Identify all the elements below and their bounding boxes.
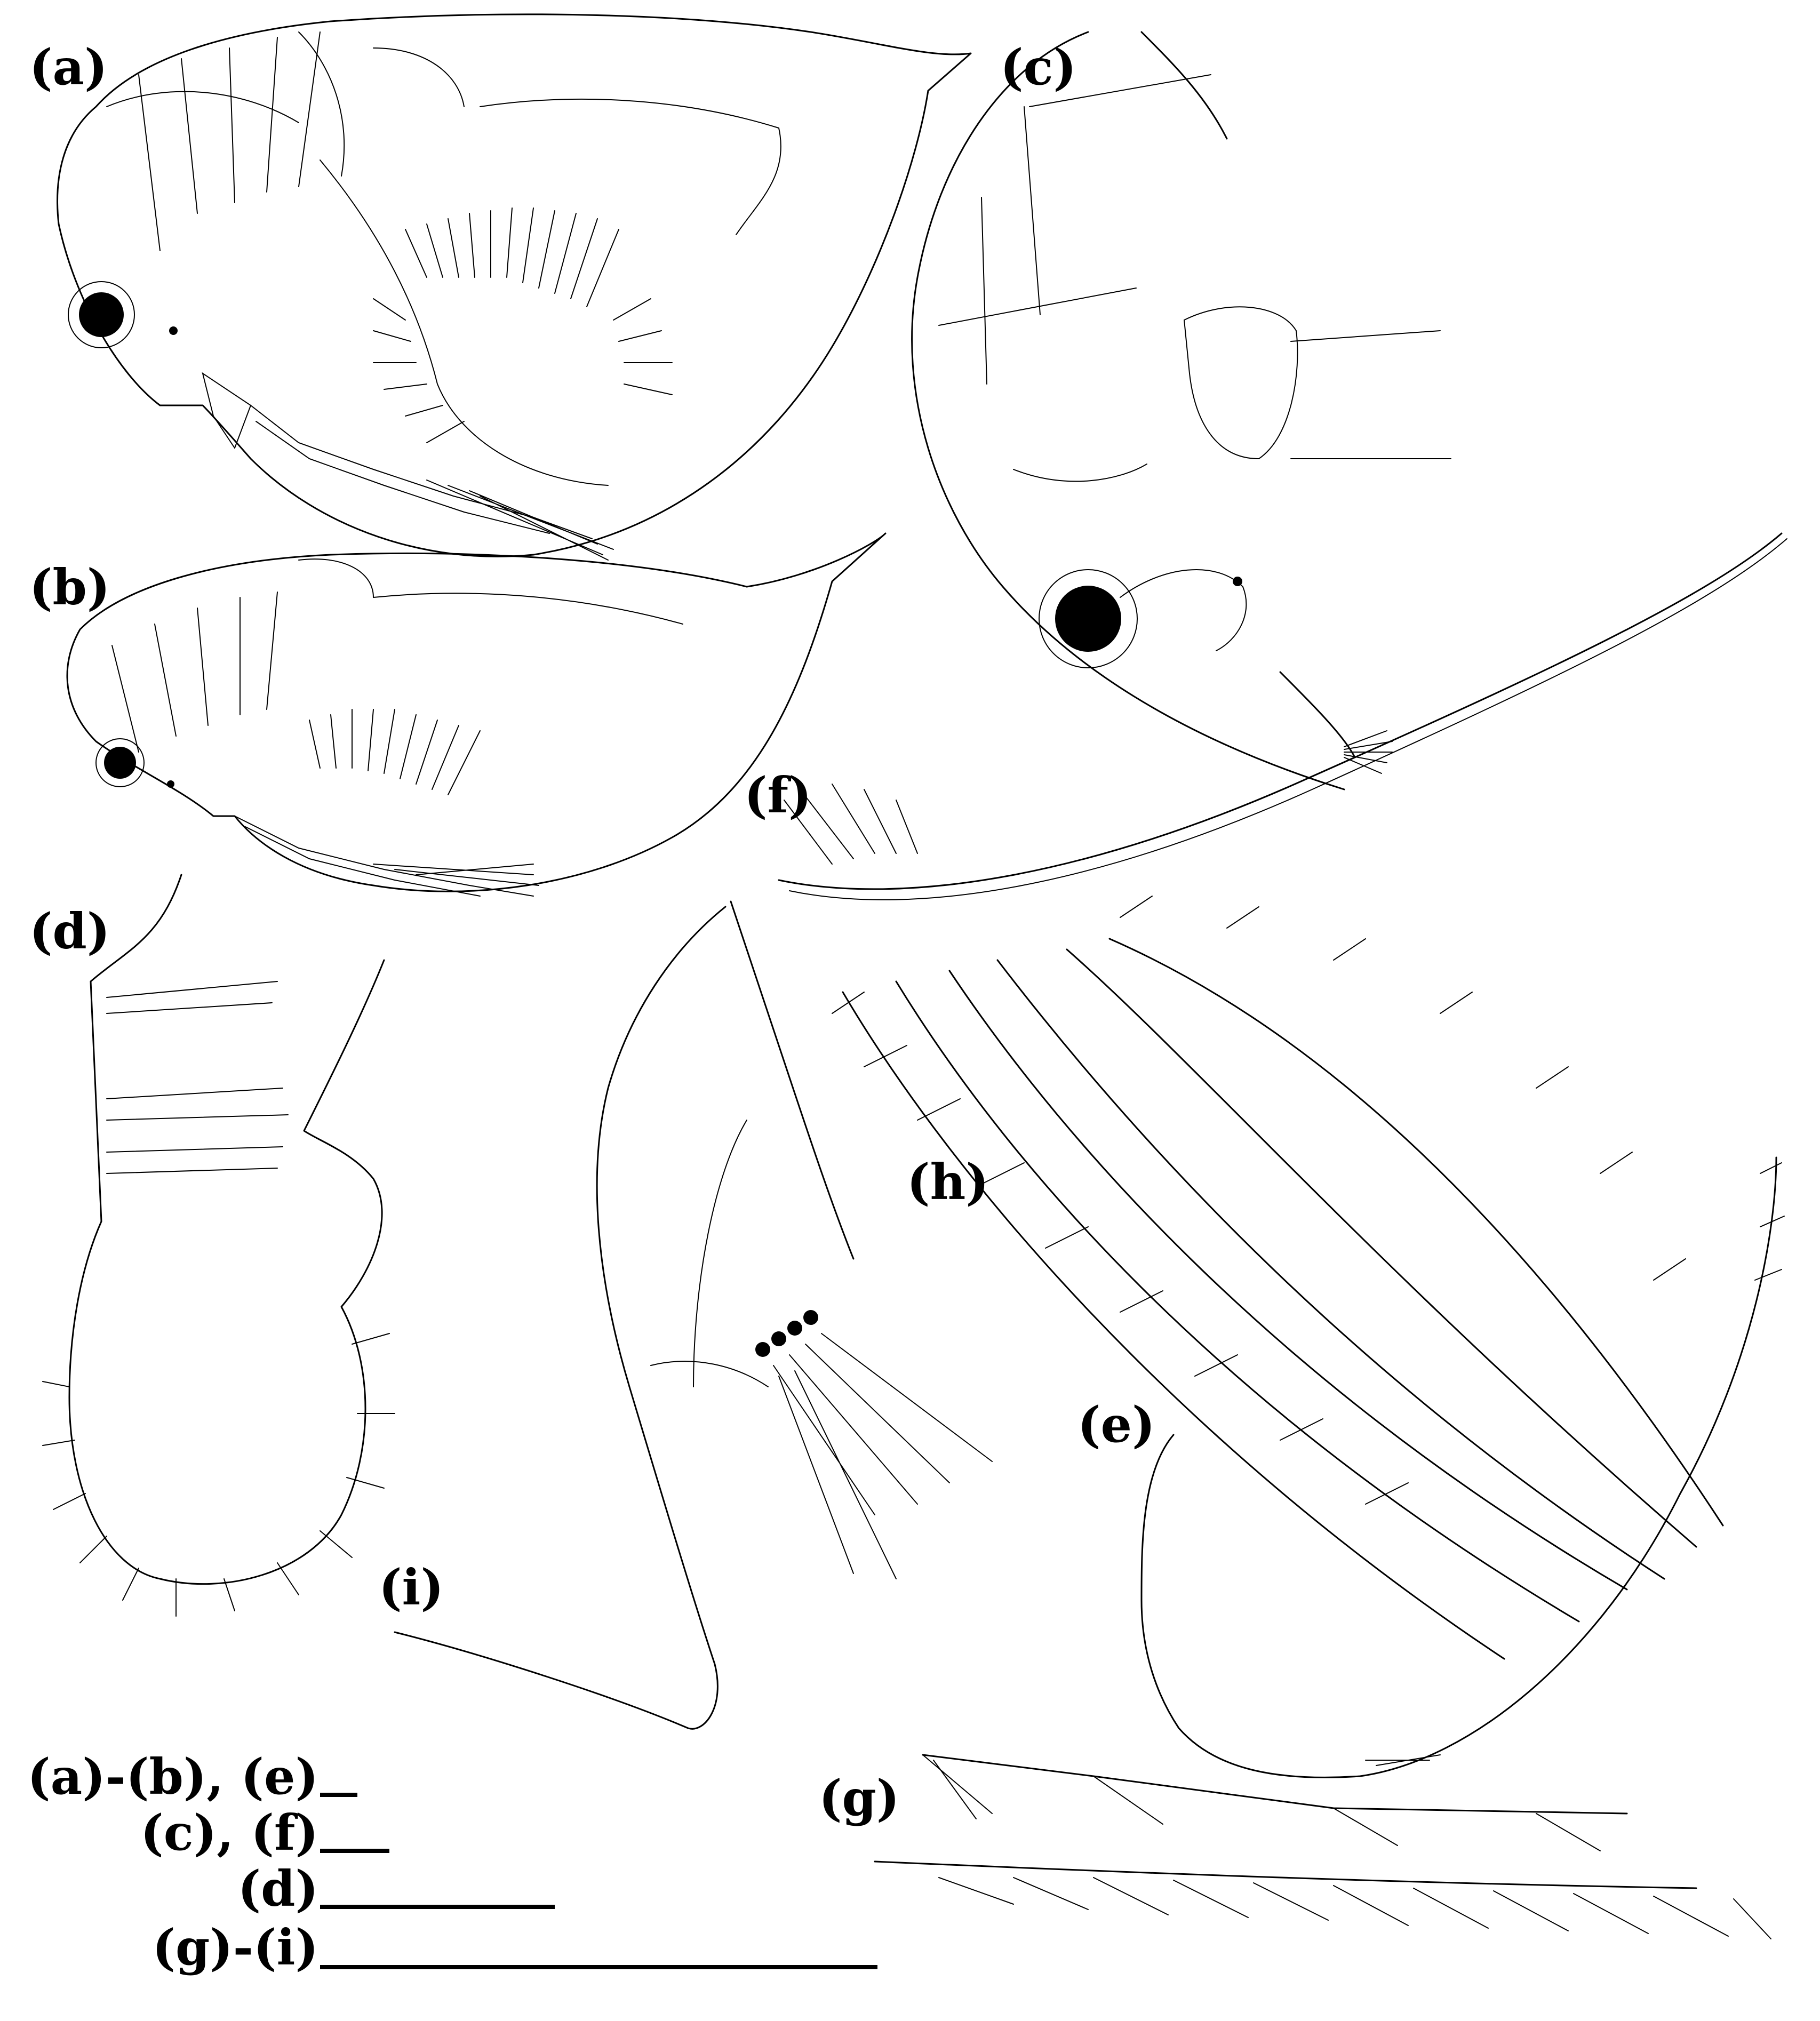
scale-bars [320,1793,877,1969]
drawing-g-setae-detail [874,1754,1771,1939]
panel-label-e: (e) [1077,1396,1155,1453]
drawing-h-setae [832,896,1724,1660]
drawing-f-tail-spine [778,532,1787,900]
drawing-a-daphnia-lateral [57,13,972,561]
scale-label-a-b-e: (a)-(b), (e) [27,1748,318,1806]
drawing-e-spine [1140,1156,1785,1778]
panel-label-h: (h) [907,1153,989,1211]
panel-label-c: (c) [1000,38,1077,96]
drawing-b-daphnia-lateral [66,532,887,897]
panel-label-b: (b) [29,558,110,616]
drawing-c-head-detail [911,31,1451,790]
panel-label-f: (f) [744,766,812,824]
scale-label-d: (d) [237,1860,318,1918]
drawing-d-limb [42,874,395,1617]
panel-label-a: (a) [29,38,108,96]
panel-label-i: (i) [379,1559,444,1616]
panel-label-d: (d) [29,902,110,960]
panel-label-g: (g) [819,1769,900,1827]
scale-label-c-f: (c), (f) [140,1804,318,1862]
scale-label-g-i: (g)-(i) [152,1919,318,1976]
drawing-i-labrum [394,900,993,1730]
